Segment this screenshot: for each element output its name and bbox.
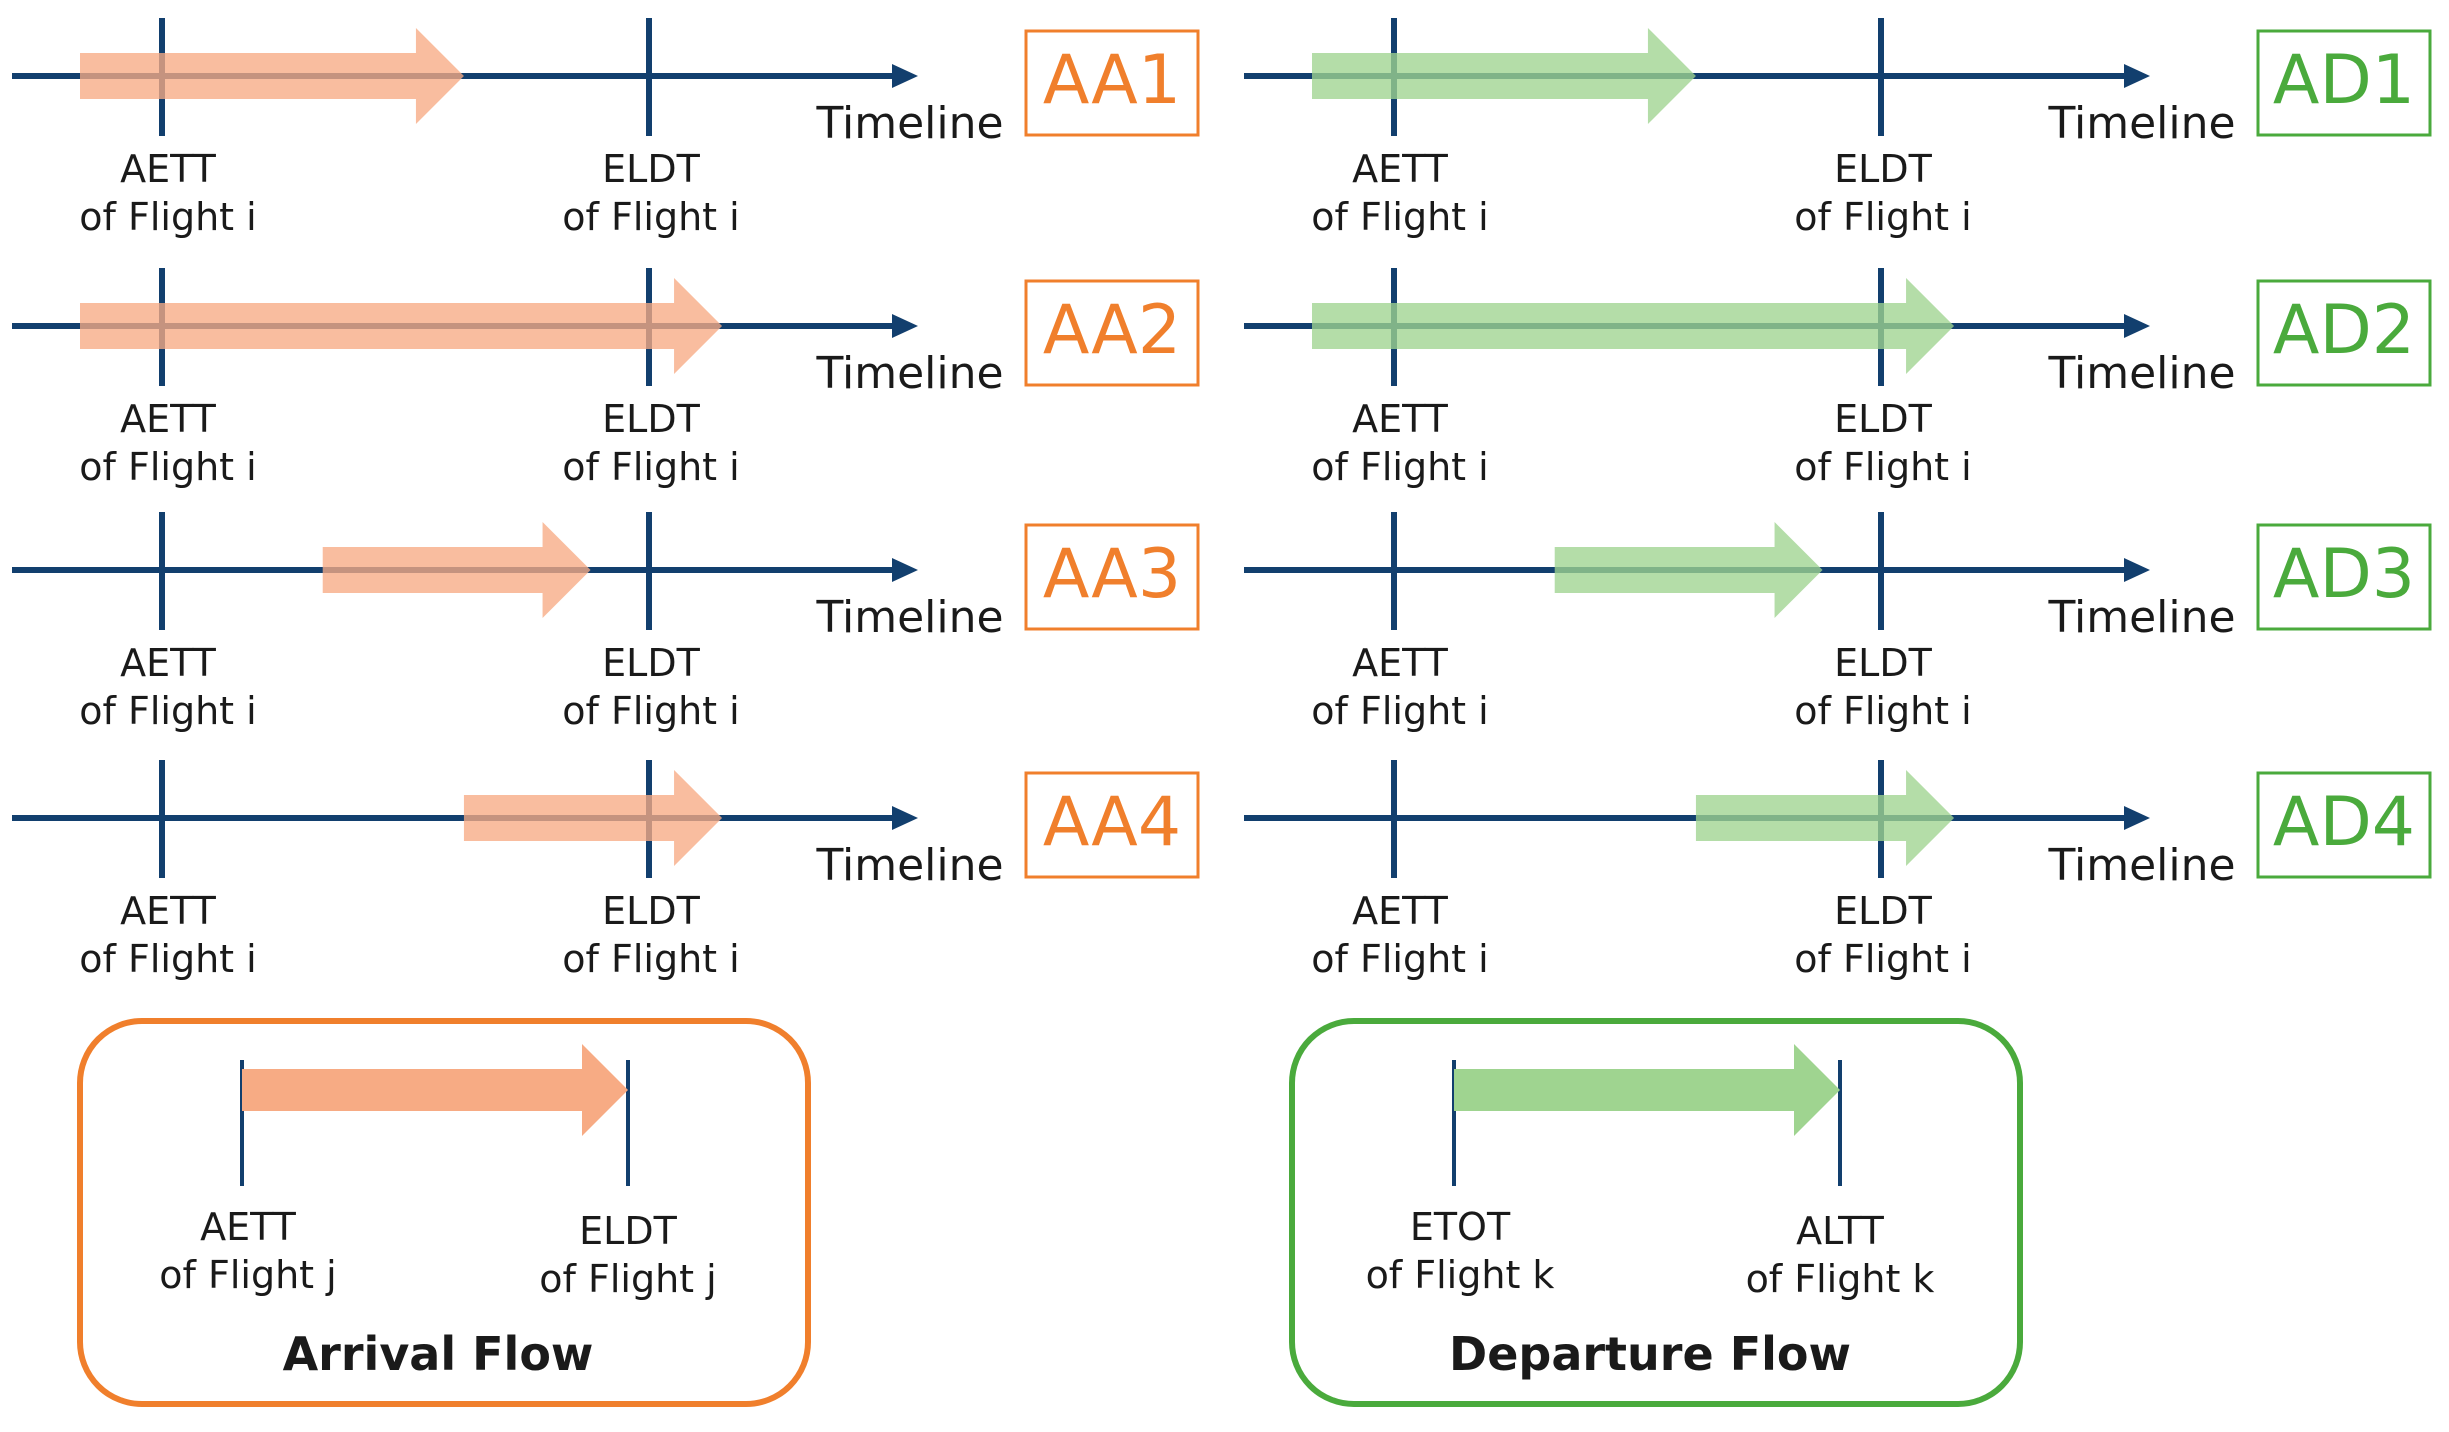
departure-timeline-label-2: Timeline bbox=[2047, 348, 2235, 399]
departure-scenario-tag-box-1 bbox=[2256, 29, 2432, 137]
departure-timeline-label-3: Timeline bbox=[2047, 592, 2235, 643]
arrival-tick1-label-2: AETT bbox=[120, 397, 217, 441]
departure-scenario-tag-box-4 bbox=[2256, 771, 2432, 879]
departure-timeline-arrowhead-3 bbox=[2124, 558, 2150, 582]
departure-tick2-sub-1: of Flight i bbox=[1794, 195, 1971, 239]
arrival-timeline-arrowhead-4 bbox=[892, 806, 918, 830]
departure-tick1-sub-4: of Flight i bbox=[1311, 937, 1488, 981]
departure-scenario-tag-box-2 bbox=[2256, 279, 2432, 387]
departure-duration-arrow-4 bbox=[1695, 770, 1955, 866]
departure-tick1-sub-3: of Flight i bbox=[1311, 689, 1488, 733]
departure-flow-title: Departure Flow bbox=[1449, 1327, 1851, 1381]
departure-timeline-arrowhead-4 bbox=[2124, 806, 2150, 830]
departure-flow-end-sub: of Flight k bbox=[1746, 1257, 1935, 1301]
arrival-tick2-label-1: ELDT bbox=[602, 147, 700, 191]
departure-tick2-label-1: ELDT bbox=[1834, 147, 1932, 191]
arrival-flow-title: Arrival Flow bbox=[283, 1327, 594, 1381]
departure-scenario-tag-4: AD4 bbox=[2273, 783, 2415, 862]
arrival-scenario-tag-2: AA2 bbox=[1043, 291, 1181, 370]
departure-duration-arrow-2 bbox=[1312, 278, 1955, 374]
arrival-flow-start-sub: of Flight j bbox=[159, 1253, 336, 1297]
departure-tick2-label-4: ELDT bbox=[1834, 889, 1932, 933]
arrival-duration-arrow-4 bbox=[463, 770, 723, 866]
arrival-scenario-tag-box-4 bbox=[1024, 771, 1200, 879]
arrival-tick1-label-3: AETT bbox=[120, 641, 217, 685]
departure-duration-arrow-3 bbox=[1554, 522, 1823, 618]
arrival-tick1-sub-1: of Flight i bbox=[79, 195, 256, 239]
departure-tick2-label-2: ELDT bbox=[1834, 397, 1932, 441]
arrival-tick2-label-3: ELDT bbox=[602, 641, 700, 685]
arrival-flow-end-sub: of Flight j bbox=[539, 1257, 716, 1301]
arrival-timeline-label-1: Timeline bbox=[815, 98, 1003, 149]
departure-tick1-label-4: AETT bbox=[1352, 889, 1449, 933]
arrival-tick1-sub-3: of Flight i bbox=[79, 689, 256, 733]
arrival-scenario-tag-box-3 bbox=[1024, 523, 1200, 631]
departure-scenario-tag-2: AD2 bbox=[2273, 291, 2415, 370]
arrival-duration-arrow-2 bbox=[80, 278, 723, 374]
departure-flow-arrow bbox=[1454, 1044, 1840, 1136]
departure-duration-arrow-1 bbox=[1312, 28, 1696, 124]
arrival-tick1-sub-2: of Flight i bbox=[79, 445, 256, 489]
arrival-tick2-sub-3: of Flight i bbox=[562, 689, 739, 733]
arrival-tick1-label-1: AETT bbox=[120, 147, 217, 191]
departure-timeline-label-4: Timeline bbox=[2047, 840, 2235, 891]
arrival-duration-arrow-3 bbox=[322, 522, 591, 618]
arrival-tick2-sub-2: of Flight i bbox=[562, 445, 739, 489]
arrival-timeline-arrowhead-3 bbox=[892, 558, 918, 582]
arrival-scenario-tag-1: AA1 bbox=[1043, 41, 1181, 120]
departure-tick1-label-2: AETT bbox=[1352, 397, 1449, 441]
departure-timeline-arrowhead-2 bbox=[2124, 314, 2150, 338]
arrival-flow-start-label: AETT bbox=[200, 1205, 297, 1249]
arrival-timeline-arrowhead-1 bbox=[892, 64, 918, 88]
arrival-timeline-label-3: Timeline bbox=[815, 592, 1003, 643]
arrival-tick2-sub-4: of Flight i bbox=[562, 937, 739, 981]
departure-timeline-label-1: Timeline bbox=[2047, 98, 2235, 149]
departure-flow-start-sub: of Flight k bbox=[1366, 1253, 1555, 1297]
arrival-timeline-label-2: Timeline bbox=[815, 348, 1003, 399]
arrival-scenario-tag-3: AA3 bbox=[1043, 535, 1181, 614]
arrival-flow-arrow bbox=[242, 1044, 628, 1136]
arrival-tick2-sub-1: of Flight i bbox=[562, 195, 739, 239]
arrival-timeline-arrowhead-2 bbox=[892, 314, 918, 338]
departure-scenario-tag-1: AD1 bbox=[2273, 41, 2415, 120]
departure-scenario-tag-box-3 bbox=[2256, 523, 2432, 631]
departure-tick1-label-1: AETT bbox=[1352, 147, 1449, 191]
arrival-duration-arrow-1 bbox=[80, 28, 464, 124]
departure-tick1-label-3: AETT bbox=[1352, 641, 1449, 685]
departure-flow-end-label: ALTT bbox=[1796, 1209, 1884, 1253]
departure-timeline-arrowhead-1 bbox=[2124, 64, 2150, 88]
arrival-tick1-sub-4: of Flight i bbox=[79, 937, 256, 981]
arrival-scenario-tag-box-2 bbox=[1024, 279, 1200, 387]
departure-scenario-tag-3: AD3 bbox=[2273, 535, 2415, 614]
arrival-tick1-label-4: AETT bbox=[120, 889, 217, 933]
arrival-timeline-label-4: Timeline bbox=[815, 840, 1003, 891]
departure-flow-start-label: ETOT bbox=[1410, 1205, 1511, 1249]
arrival-tick2-label-2: ELDT bbox=[602, 397, 700, 441]
departure-tick1-sub-2: of Flight i bbox=[1311, 445, 1488, 489]
departure-tick2-sub-3: of Flight i bbox=[1794, 689, 1971, 733]
arrival-scenario-tag-4: AA4 bbox=[1043, 783, 1181, 862]
departure-tick1-sub-1: of Flight i bbox=[1311, 195, 1488, 239]
arrival-scenario-tag-box-1 bbox=[1024, 29, 1200, 137]
departure-tick2-sub-2: of Flight i bbox=[1794, 445, 1971, 489]
arrival-flow-end-label: ELDT bbox=[579, 1209, 677, 1253]
departure-tick2-label-3: ELDT bbox=[1834, 641, 1932, 685]
arrival-tick2-label-4: ELDT bbox=[602, 889, 700, 933]
departure-tick2-sub-4: of Flight i bbox=[1794, 937, 1971, 981]
